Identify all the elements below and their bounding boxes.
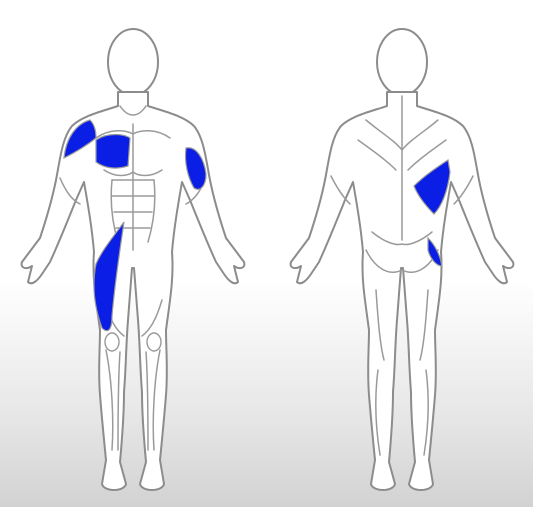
front-body-outline — [20, 91, 246, 491]
front-left-pectoral — [95, 133, 131, 169]
front-chest-bottom-line — [103, 169, 163, 177]
front-right-biceps — [184, 147, 207, 190]
back-figure — [289, 28, 515, 491]
front-left-deltoid — [63, 119, 97, 160]
back-glute-line — [365, 249, 439, 273]
front-shin-inner — [117, 351, 149, 451]
back-shoulder-blade-lines — [357, 139, 447, 171]
front-left-quadriceps — [93, 221, 125, 332]
back-hamstring-lines — [375, 289, 429, 361]
front-chest-top-line — [95, 130, 171, 139]
front-shin-outer — [105, 349, 161, 451]
front-right-knee — [146, 332, 162, 352]
front-left-knee — [104, 332, 120, 352]
front-abs-lines — [111, 179, 155, 229]
back-body-outline — [289, 91, 515, 491]
back-forearm-lines — [330, 175, 474, 205]
back-gluteus — [427, 236, 443, 267]
back-head — [376, 28, 428, 96]
back-trapezius-line — [365, 119, 439, 152]
back-lower-back-line — [371, 231, 433, 246]
front-head — [107, 28, 159, 96]
back-latissimus-dorsi — [413, 158, 451, 215]
front-figure — [20, 28, 246, 491]
back-calf-lines — [375, 369, 429, 456]
front-neck-line — [119, 105, 147, 116]
